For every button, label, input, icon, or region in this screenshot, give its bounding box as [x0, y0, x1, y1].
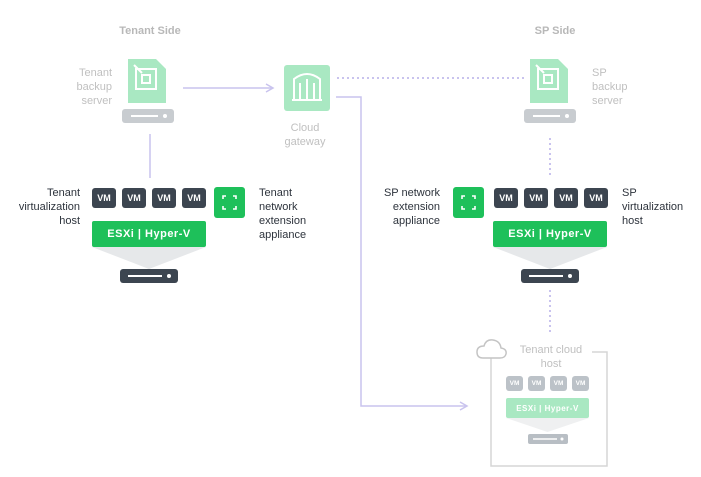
cloud-gateway-label: Cloud gateway: [284, 122, 326, 148]
gateway-to-cloud-host-arrow: [336, 96, 466, 407]
tenant-side-heading: Tenant Side: [119, 25, 181, 37]
server-rack-icon: [506, 418, 589, 444]
vm-tile: VM: [572, 376, 589, 391]
tenant-network-extension-appliance-label: Tenant network extension appliance: [259, 187, 307, 241]
server-rack-icon: [493, 247, 607, 283]
network-extension-icon: [453, 187, 484, 218]
vm-tile: VM: [182, 188, 206, 208]
vm-tile: VM: [550, 376, 567, 391]
vm-tile: VM: [506, 376, 523, 391]
vm-tile: VM: [152, 188, 176, 208]
sp-side-heading: SP Side: [534, 25, 576, 37]
vm-tile: VM: [122, 188, 146, 208]
vm-tile: VM: [92, 188, 116, 208]
backup-server-icon: [524, 59, 576, 123]
cloud-icon: [476, 339, 507, 359]
hypervisor-bar: ESXi | Hyper-V: [493, 221, 607, 247]
hypervisor-bar: ESXi | Hyper-V: [506, 398, 589, 418]
vm-tile: VM: [528, 376, 545, 391]
sp-network-extension-appliance-label: SP network extension appliance: [383, 187, 440, 227]
vm-tile: VM: [524, 188, 548, 208]
hypervisor-bar: ESXi | Hyper-V: [92, 221, 206, 247]
network-extension-icon: [214, 187, 245, 218]
vm-tile: VM: [584, 188, 608, 208]
tenant-virtualization-host-label: Tenant virtualization host: [18, 187, 80, 227]
sp-virtualization-host-label: SP virtualization host: [622, 187, 684, 227]
sp-backup-server-label: SP backup server: [592, 67, 628, 107]
gateway-icon: [284, 65, 330, 111]
tenant-cloud-host-label: Tenant cloud host: [519, 344, 583, 370]
vm-tile: VM: [554, 188, 578, 208]
vm-tile: VM: [494, 188, 518, 208]
backup-server-icon: [122, 59, 174, 123]
tenant-backup-server-label: Tenant backup server: [76, 67, 112, 107]
server-rack-icon: [92, 247, 206, 283]
